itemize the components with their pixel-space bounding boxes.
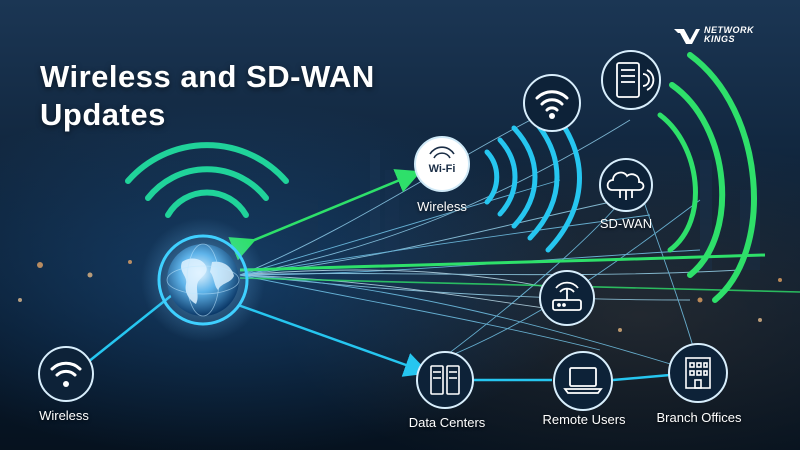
data-centers-node[interactable] bbox=[416, 351, 474, 409]
wifi-icon bbox=[50, 361, 82, 377]
page-title: Wireless and SD-WAN Updates bbox=[40, 58, 375, 134]
wifi-badge-icon[interactable]: Wi-Fi bbox=[414, 136, 470, 192]
title-line-1: Wireless and SD-WAN bbox=[40, 59, 375, 94]
sdwan-link-line bbox=[239, 253, 766, 272]
sdwan-label: SD-WAN bbox=[599, 216, 653, 231]
branch-offices-node[interactable] bbox=[668, 343, 728, 403]
globe-icon bbox=[141, 218, 265, 342]
wifi-icon bbox=[535, 90, 569, 112]
wifi-badge-label: Wireless bbox=[417, 199, 467, 214]
router-node[interactable] bbox=[539, 270, 595, 326]
building-icon bbox=[685, 357, 711, 389]
cloud-network-icon bbox=[606, 171, 645, 200]
wifi-badge-text: Wi-Fi bbox=[429, 163, 456, 175]
remote-users-node[interactable] bbox=[553, 351, 613, 411]
server-icon bbox=[616, 62, 655, 98]
router-link-line bbox=[239, 277, 800, 293]
top-wifi-node[interactable] bbox=[523, 74, 581, 132]
top-server-node[interactable] bbox=[601, 50, 661, 110]
remote-users-label: Remote Users bbox=[542, 412, 626, 427]
green-signal-arcs bbox=[657, 52, 757, 303]
sdwan-node[interactable] bbox=[599, 158, 653, 212]
city-lights bbox=[18, 260, 782, 332]
laptop-icon bbox=[563, 367, 603, 394]
data-center-arrow bbox=[237, 303, 430, 377]
brand-line-2: KINGS bbox=[704, 34, 736, 44]
fiber-lines bbox=[239, 109, 741, 371]
globe-wifi-signal bbox=[125, 142, 289, 218]
brand-name: NETWORK KINGS bbox=[704, 26, 754, 44]
wireless-left-label: Wireless bbox=[39, 408, 89, 423]
data-centers-label: Data Centers bbox=[408, 415, 486, 430]
remote-branch-link bbox=[612, 373, 671, 382]
brand-logo-icon bbox=[674, 29, 700, 44]
brand-line-1: NETWORK bbox=[704, 25, 754, 35]
wireless-left-node[interactable] bbox=[38, 346, 94, 402]
server-rack-icon bbox=[430, 365, 460, 395]
wireless-arrow bbox=[228, 169, 422, 261]
branch-offices-label: Branch Offices bbox=[656, 410, 742, 425]
router-icon bbox=[552, 281, 582, 311]
title-line-2: Updates bbox=[40, 97, 166, 132]
